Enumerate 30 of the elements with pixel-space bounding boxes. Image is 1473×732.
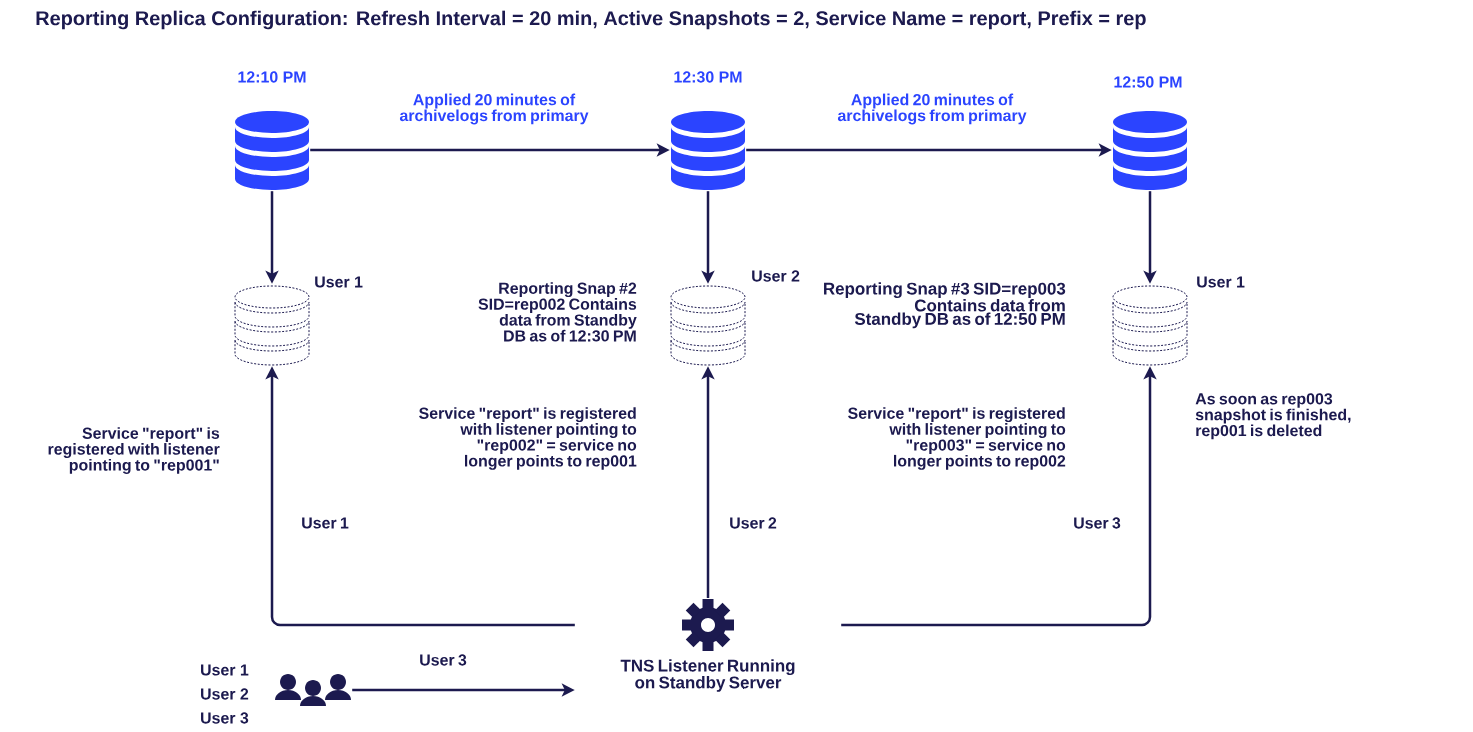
user-label: User 1 xyxy=(201,664,249,676)
database-icon xyxy=(235,111,309,190)
edge-label: User 1 xyxy=(302,517,349,529)
user-label: User 2 xyxy=(752,270,800,282)
snapshot-icon xyxy=(234,285,310,366)
edge-label: Applied 20 minutes of archivelogs from primary xyxy=(399,93,589,125)
user-label: User 1 xyxy=(315,276,363,288)
note-text: As soon as rep003 snapshot is finished, rep001 is deleted xyxy=(1195,393,1351,440)
users-icon xyxy=(275,674,351,706)
note-text: Service "report" is registered with listener pointing to "rep001" xyxy=(48,427,220,474)
time-label: 12:50 PM xyxy=(1114,76,1182,88)
snapshot-icon xyxy=(670,285,746,366)
edge-label: User 3 xyxy=(420,654,467,666)
note-text: Reporting Snap #3 SID=rep003 Contains data from Standby DB as of 12:50 PM xyxy=(824,282,1066,329)
database-icon xyxy=(671,111,745,190)
user-label: User 3 xyxy=(201,712,249,724)
user-label: User 1 xyxy=(1197,276,1245,288)
user-label: User 2 xyxy=(201,688,249,700)
note-text: Service "report" is registered with listener pointing to "rep002" = service no longer points to rep001 xyxy=(419,407,637,470)
edge-label: Applied 20 minutes of archivelogs from primary xyxy=(837,93,1027,125)
edge-label: User 2 xyxy=(730,517,777,529)
time-label: 12:10 PM xyxy=(238,71,306,83)
note-text: Service "report" is registered with listener pointing to "rep003" = service no longer points to rep002 xyxy=(848,407,1066,470)
time-label: 12:30 PM xyxy=(674,71,742,83)
edge-label: User 3 xyxy=(1074,517,1121,529)
note-text: Reporting Snap #2 SID=rep002 Contains data from Standby DB as of 12:30 PM xyxy=(478,282,637,342)
title: Reporting Replica Configuration: Refresh Interval = 20 min, Active Snapshots = 2, Service Name = report, Prefix = rep xyxy=(36,10,1146,30)
listener-label: TNS Listener Running on Standby Server xyxy=(620,659,795,692)
database-icon xyxy=(1113,111,1187,190)
snapshot-icon xyxy=(1112,285,1188,366)
